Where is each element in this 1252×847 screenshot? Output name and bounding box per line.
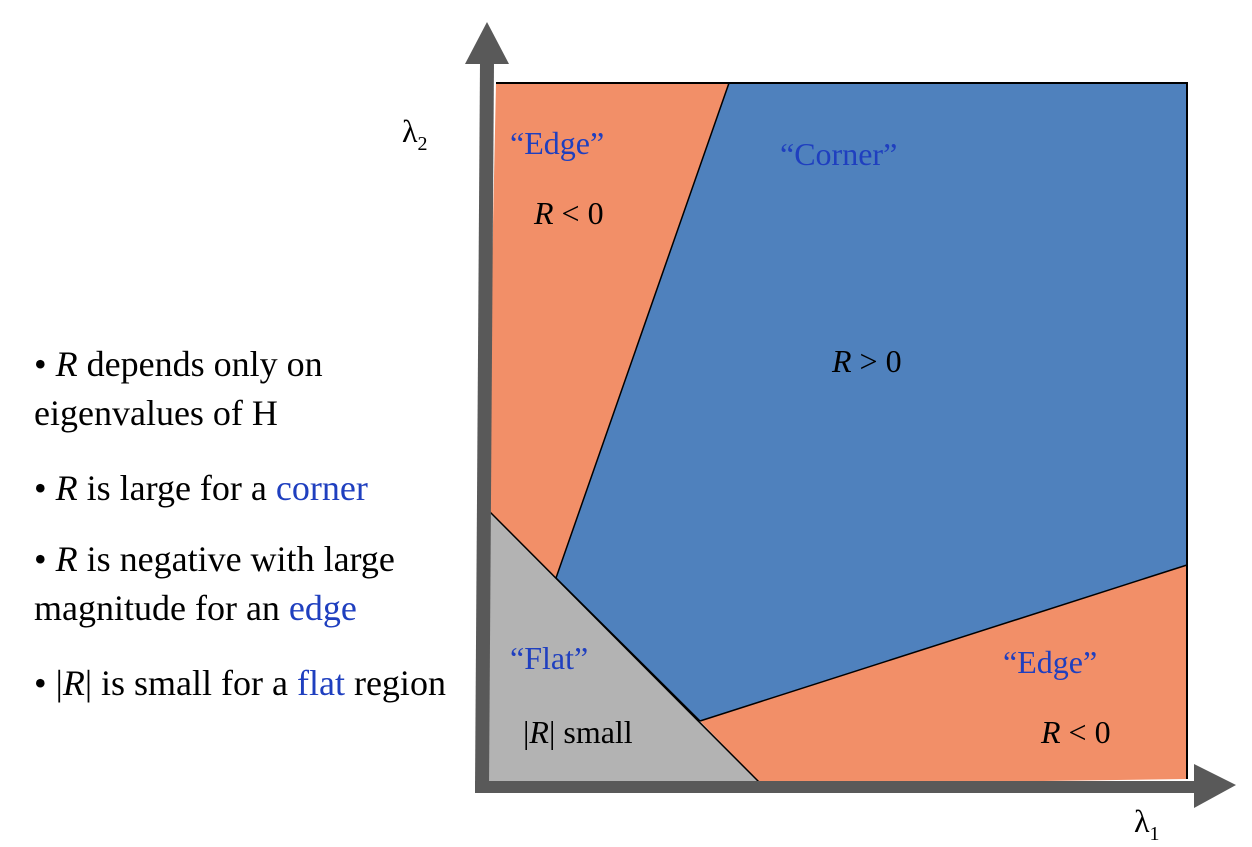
- x-axis-arrowhead: [1194, 764, 1236, 808]
- bullet-flat: • |R| is small for a flat region: [34, 663, 446, 703]
- edge-top-title: “Edge”: [510, 125, 604, 161]
- corner-highlight: corner: [275, 468, 368, 508]
- boundary-line: [486, 508, 763, 786]
- x-axis-label: λ1: [1134, 803, 1160, 845]
- edge-region-bottom: [700, 565, 1187, 785]
- flat-condition: |R| small: [523, 714, 633, 750]
- edge-highlight: edge: [288, 588, 357, 628]
- edge-bottom-condition: R < 0: [1040, 714, 1111, 750]
- var-r: R: [55, 539, 78, 579]
- corner-region: [556, 83, 1187, 721]
- flat-region: [482, 509, 762, 787]
- corner-title: “Corner”: [780, 136, 897, 172]
- boundary-line: [699, 564, 1188, 722]
- var-r: R: [55, 468, 78, 508]
- y-axis: [475, 61, 494, 789]
- plot-frame: [496, 82, 1188, 779]
- y-axis-label: λ2: [402, 113, 428, 155]
- var-r: R: [62, 663, 85, 703]
- bullet-edge: • R is negative with large magnitude for…: [34, 539, 395, 628]
- edge-bottom-title: “Edge”: [1003, 644, 1097, 680]
- flat-highlight: flat: [296, 663, 345, 703]
- var-r: R: [55, 344, 78, 384]
- flat-title: “Flat”: [510, 640, 588, 676]
- edge-region-top: [487, 83, 729, 578]
- corner-condition: R > 0: [831, 343, 902, 379]
- boundary-line: [555, 82, 730, 579]
- y-axis-arrowhead: [465, 22, 509, 64]
- bullet-corner: • R is large for a corner: [34, 468, 368, 508]
- bullet-list: • R depends only on eigenvalues of H • R…: [34, 340, 474, 734]
- bullet-eigenvalues: • R depends only on eigenvalues of H: [34, 344, 323, 433]
- edge-top-condition: R < 0: [533, 195, 604, 231]
